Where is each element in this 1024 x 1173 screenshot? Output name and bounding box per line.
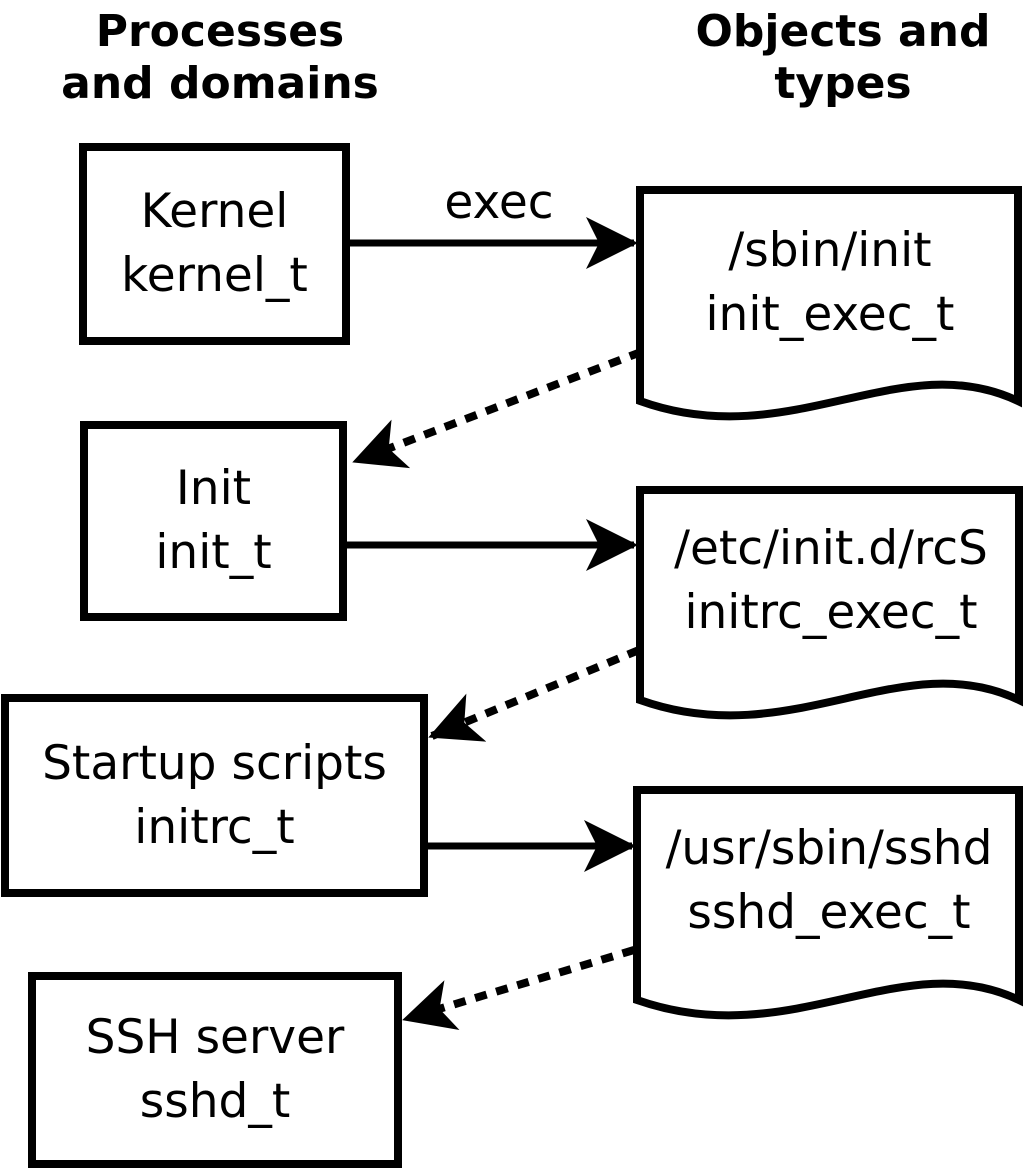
process-domain: kernel_t xyxy=(121,248,308,303)
document-shape-usr-sbin-sshd xyxy=(633,786,1023,1020)
column-heading-processes-and-domains: Processes and domains xyxy=(18,6,422,110)
document-shape-etc-initd-rcs xyxy=(636,486,1023,720)
heading-line: and domains xyxy=(61,58,379,109)
process-domain: sshd_t xyxy=(139,1074,291,1129)
transition-arrow-initrc-exec-to-initrc-t xyxy=(428,646,641,742)
document-shape-sbin-init xyxy=(636,186,1022,421)
edge-label-exec: exec xyxy=(444,175,554,230)
transition-arrow-sshd-exec-to-sshd-t xyxy=(402,946,636,1030)
process-box-init: Init init_t xyxy=(80,421,347,621)
process-label: Kernel xyxy=(140,184,289,239)
process-label: SSH server xyxy=(85,1010,345,1065)
transition-arrow-init-exec-to-init-t xyxy=(352,348,643,469)
process-box-kernel: Kernel kernel_t xyxy=(79,143,350,345)
heading-line: Objects and xyxy=(695,6,991,57)
process-box-startup-scripts: Startup scripts initrc_t xyxy=(1,694,428,897)
process-domain: initrc_t xyxy=(134,799,295,855)
process-label: Startup scripts xyxy=(42,735,387,791)
process-domain: init_t xyxy=(155,525,272,580)
process-box-ssh-server: SSH server sshd_t xyxy=(28,972,402,1168)
heading-line: types xyxy=(774,58,912,109)
column-heading-objects-and-types: Objects and types xyxy=(643,6,1024,110)
heading-line: Processes xyxy=(95,6,345,57)
process-label: Init xyxy=(175,461,252,516)
